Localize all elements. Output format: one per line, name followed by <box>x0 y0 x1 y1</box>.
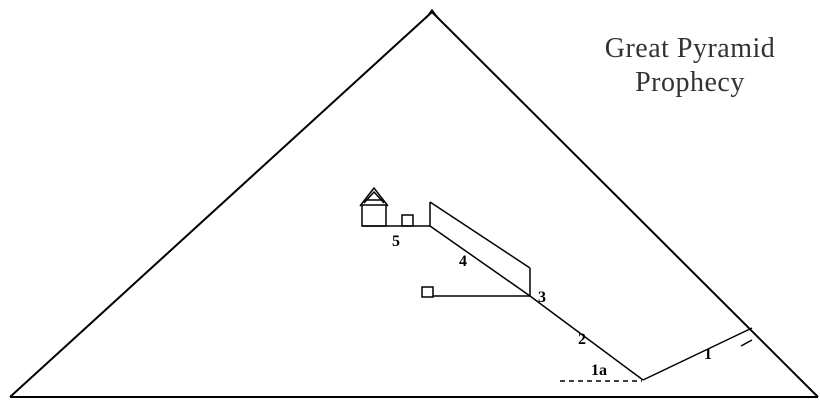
antechamber <box>401 214 414 227</box>
kings-chamber <box>359 186 389 227</box>
label-1: 1 <box>704 346 712 363</box>
pyramid-right-side <box>431 11 819 398</box>
queens-chamber <box>421 286 434 298</box>
ascending-passage <box>529 295 644 381</box>
grand-gallery <box>429 201 531 297</box>
descending-passage <box>642 327 753 381</box>
label-2: 2 <box>578 331 586 348</box>
label-5: 5 <box>392 233 400 250</box>
label-3: 3 <box>538 289 546 306</box>
title-line-2: Prophecy <box>635 67 745 98</box>
capstone-marker <box>425 8 439 19</box>
diagram-title: Great Pyramid Prophecy <box>560 32 820 100</box>
label-tick-marks <box>740 339 753 347</box>
pyramid-left-side <box>9 11 433 398</box>
pyramid-outline <box>9 11 819 398</box>
label-1a: 1a <box>591 362 607 379</box>
label-4: 4 <box>459 253 467 270</box>
title-line-1: Great Pyramid <box>604 33 776 64</box>
